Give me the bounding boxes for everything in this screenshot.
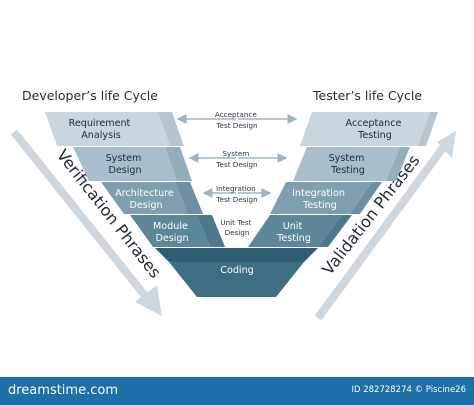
right-step-3-label: Integration Testing (292, 188, 348, 211)
verification-arrow-head (135, 285, 162, 316)
left-step-2-label: System Design (106, 153, 145, 176)
left-step-4-side (197, 215, 225, 247)
system-test-design-label: System Test Design (215, 149, 257, 169)
right-step-3-side (350, 182, 382, 214)
footer-bar: dreamstime.com ID 282728274 © Piscine26 (0, 377, 474, 405)
right-step-4-label: Unit Testing (276, 221, 311, 244)
left-step-1-face (45, 112, 170, 146)
right-step-1-face (300, 112, 430, 146)
tester-life-cycle-title: Tester’s life Cycle (312, 88, 422, 103)
verification-arrow-shaft (10, 129, 154, 305)
left-step-2-side (165, 147, 192, 181)
coding-block (169, 262, 304, 297)
validation-arrow-head (437, 131, 456, 158)
left-step-3-face (101, 182, 188, 214)
validation-arrow-shaft (314, 142, 449, 321)
unit-test-design-label: Unit Test Design (220, 218, 253, 237)
integration-test-design-label: Integration Test Design (215, 184, 258, 204)
acceptance-test-design-label: Acceptance Test Design (215, 110, 259, 130)
right-step-2-label: System Testing (329, 153, 368, 176)
right-step-4-face (248, 215, 342, 247)
left-step-3-side (175, 182, 203, 214)
left-step-1-side (158, 112, 184, 146)
developer-life-cycle-title: Developer’s life Cycle (22, 88, 158, 103)
right-step-4-side (318, 215, 352, 247)
coding-label: Coding (220, 265, 254, 276)
right-step-3-face (270, 182, 372, 214)
v-model-diagram: Developer’s life Cycle Tester’s life Cyc… (10, 88, 456, 321)
left-step-4-label: Module Design (153, 221, 191, 244)
coding-block-side (155, 248, 318, 262)
brand-watermark: dreamstime.com (8, 383, 118, 398)
left-step-2-face (73, 147, 177, 181)
right-step-2-side (386, 147, 410, 181)
left-step-4-face (130, 215, 210, 247)
right-step-2-face (293, 147, 400, 181)
right-step-1-label: Acceptance Testing (346, 118, 405, 141)
left-step-3-label: Architecture Design (115, 188, 177, 211)
image-id-text: ID 282728274 © Piscine26 (351, 385, 466, 395)
right-step-1-side (418, 112, 438, 146)
left-step-1-label: Requirement Analysis (69, 118, 134, 141)
